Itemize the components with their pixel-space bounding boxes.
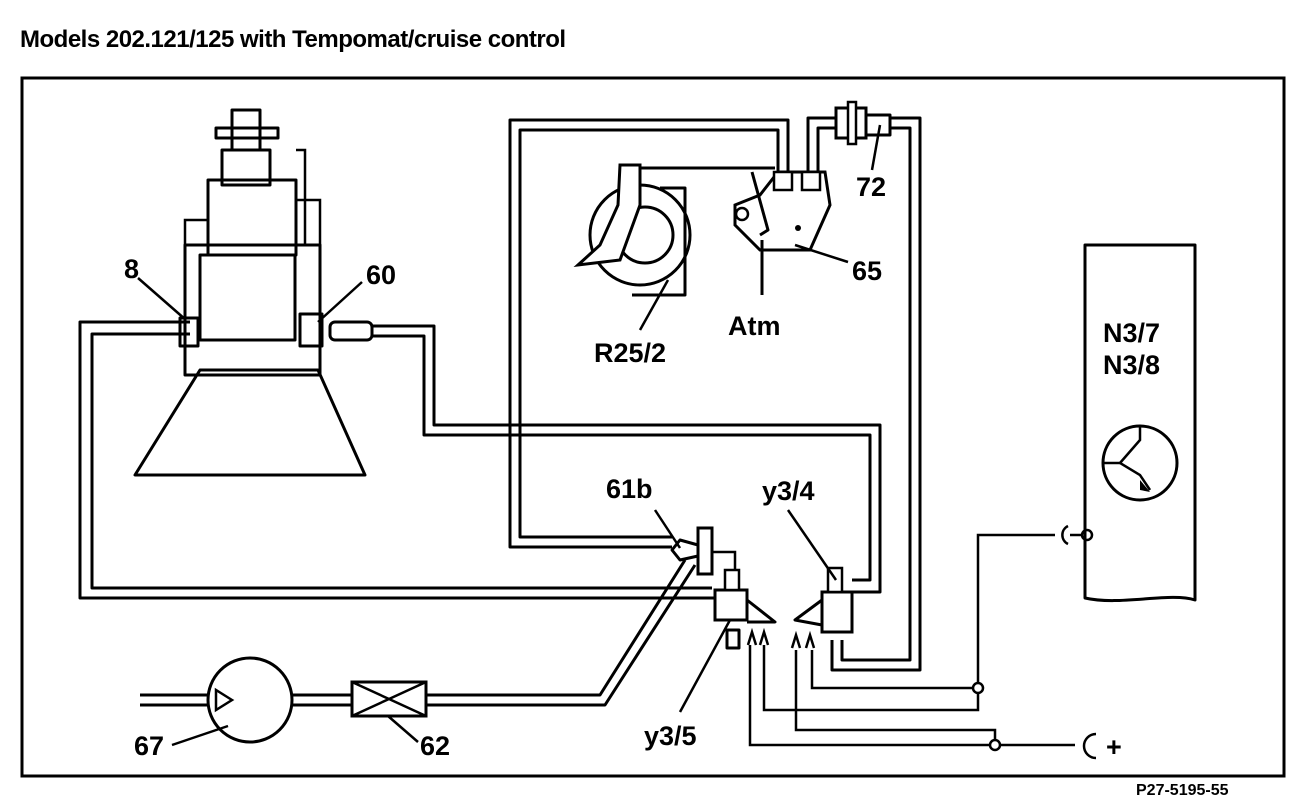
vacuum-lines xyxy=(78,116,922,707)
label-plus: + xyxy=(1106,732,1122,762)
leader-lines xyxy=(137,124,882,747)
label-65: 65 xyxy=(852,256,882,286)
filter-72 xyxy=(834,100,892,146)
vacuum-element-65 xyxy=(733,170,832,295)
label-8: 8 xyxy=(124,254,139,284)
electrical-wires xyxy=(748,533,1075,752)
restrictor-62 xyxy=(350,680,428,718)
label-72: 72 xyxy=(856,172,886,202)
connector-plug xyxy=(1061,524,1094,546)
solenoid-valve-y3-4 xyxy=(790,566,854,649)
label-60: 60 xyxy=(366,260,396,290)
transmission-assembly xyxy=(133,108,374,477)
label-y3-5: y3/5 xyxy=(644,721,697,751)
diagram-title: Models 202.121/125 with Tempomat/cruise … xyxy=(20,26,566,53)
label-n3-7: N3/7 xyxy=(1103,318,1160,348)
plus-terminal xyxy=(1082,732,1097,760)
solenoid-valve-y3-5 xyxy=(713,568,777,650)
figure-reference: P27-5195-55 xyxy=(1136,782,1229,799)
vacuum-pump-67 xyxy=(206,656,294,744)
check-valve-61b xyxy=(670,526,714,576)
control-module-n3 xyxy=(1083,243,1197,603)
label-62: 62 xyxy=(420,731,450,761)
label-67: 67 xyxy=(134,731,164,761)
label-y3-4: y3/4 xyxy=(762,476,815,506)
label-61b: 61b xyxy=(606,474,653,504)
diagram-frame xyxy=(20,76,1286,778)
label-atm: Atm xyxy=(728,311,781,341)
label-r25-2: R25/2 xyxy=(594,338,666,368)
label-n3-8: N3/8 xyxy=(1103,350,1160,380)
throttle-r25-2 xyxy=(573,163,775,297)
